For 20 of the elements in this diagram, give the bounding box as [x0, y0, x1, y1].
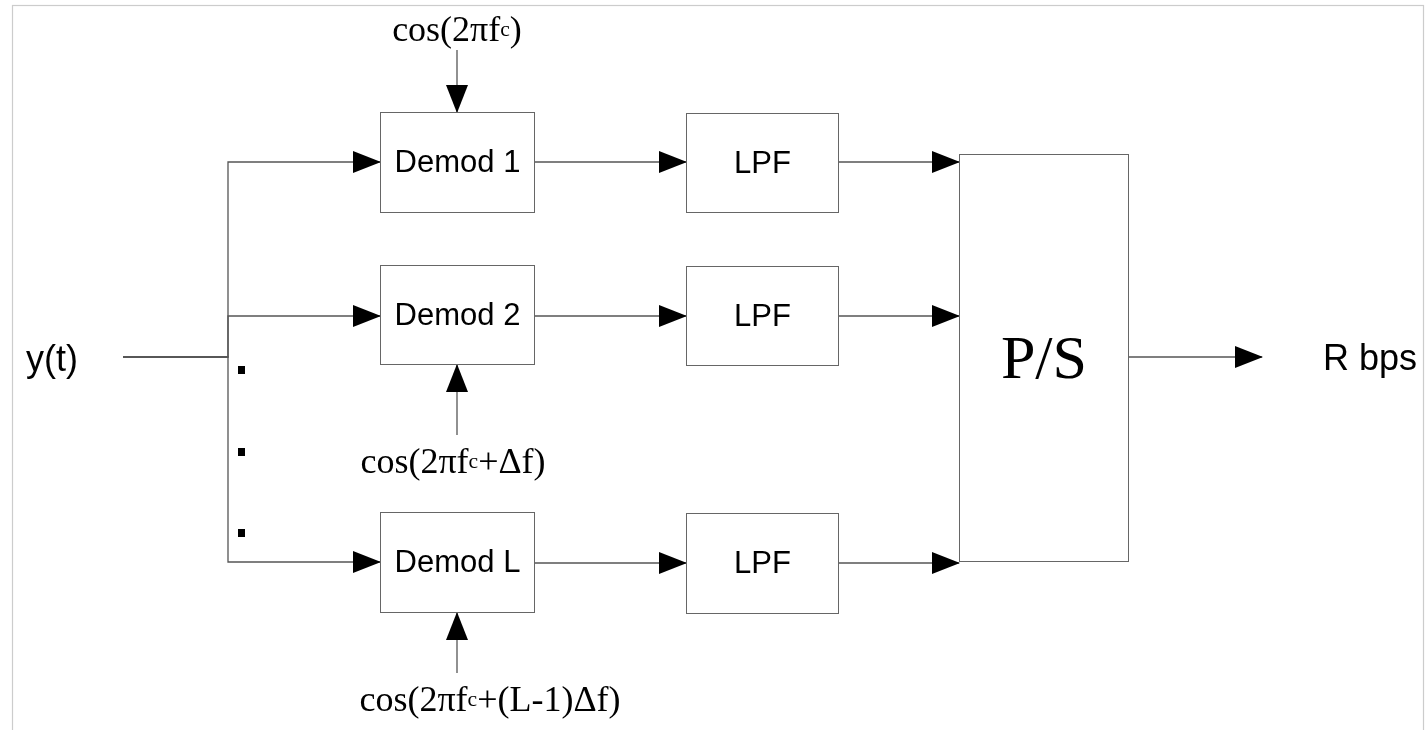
arrow — [122, 356, 381, 573]
arrow — [534, 552, 687, 574]
arrow — [838, 552, 960, 574]
arrow — [446, 364, 468, 436]
arrow — [534, 151, 687, 173]
filter-block: LPF — [686, 266, 839, 366]
converter-block: P/S — [959, 154, 1129, 562]
signal-label: y(t) — [26, 330, 123, 386]
demodulator-block: Demod 2 — [380, 265, 535, 365]
arrow — [534, 305, 687, 327]
filter-block: LPF — [686, 513, 839, 614]
arrow — [1128, 346, 1263, 368]
demodulator-block: Demod 1 — [380, 112, 535, 213]
signal-label: R bps — [1262, 328, 1417, 386]
arrow — [838, 151, 960, 173]
arrow — [446, 49, 468, 113]
demodulator-block: Demod L — [380, 512, 535, 613]
arrow — [838, 305, 960, 327]
arrow — [446, 612, 468, 674]
filter-block: LPF — [686, 113, 839, 213]
